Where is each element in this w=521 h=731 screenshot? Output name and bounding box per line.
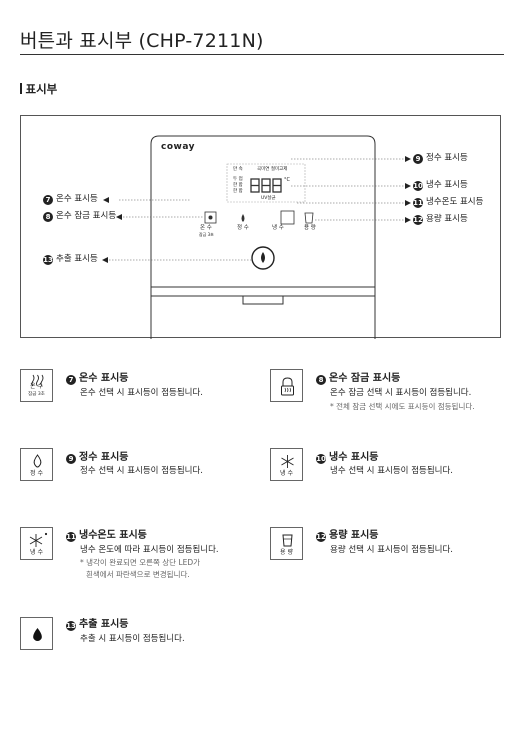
callout-number: 13 [43,255,53,265]
cold-temp-icon-caption: 냉 수 [30,549,43,556]
display-unit: °C [284,177,290,183]
hot-water-lock-indicator-box [270,369,303,402]
callout-label: 용량 표시등 [426,214,468,224]
feature-number: 10 [316,454,326,464]
feature-13-desc: 추출 시 표시등이 점등됩니다. [80,634,185,644]
dispense-drop-icon [33,628,42,641]
feature-number: 8 [316,375,326,385]
purified-button-label: 정 수 [237,225,249,231]
volume-icon-caption: 용 량 [280,549,293,556]
callout-number: 12 [413,215,423,225]
feature-7-desc: 온수 선택 시 표시등이 점등됩니다. [80,388,203,398]
volume-indicator-box: 용 량 [270,527,303,560]
callout-number: 10 [413,181,423,191]
cold-icon-caption: 냉 수 [280,470,293,477]
hot-water-icon [31,374,44,387]
callout-number: 11 [413,198,423,208]
feature-number: 13 [66,621,76,631]
hot-water-lock-hint: 잠금 3초 [199,232,214,237]
feature-12-desc: 용량 선택 시 표시등이 점등됩니다. [330,545,453,555]
feature-title-text: 냉수 표시등 [329,452,379,463]
display-left-label-3: 한 합 [233,189,243,194]
feature-number: 11 [66,532,76,542]
display-mode-label: 만 속 [233,167,243,172]
display-grain-label: 곡미연 절미고제 [257,167,288,172]
cold-water-temp-indicator-box: 냉 수 [20,527,53,560]
feature-title-text: 냉수온도 표시등 [79,530,147,541]
section-heading-text: 표시부 [25,82,58,96]
section-bar [20,83,22,94]
feature-11-note-2: 흰색에서 파란색으로 변경됩니다. [86,570,190,579]
cold-water-indicator-box: 냉 수 [270,448,303,481]
display-left-label-2: 한 합 [233,183,243,188]
feature-title-text: 용량 표시등 [329,530,379,541]
caption-main: 온 수 [30,383,43,390]
callout-label: 정수 표시등 [426,153,468,163]
snowflake-icon [281,455,294,468]
purified-water-indicator-box: 정 수 [20,448,53,481]
section-heading: 표시부 [20,81,57,97]
purified-icon-caption: 정 수 [30,470,43,477]
callout-label: 추출 표시등 [56,254,98,264]
callout-number: 9 [413,154,423,164]
feature-9-desc: 정수 선택 시 표시등이 점등됩니다. [80,466,203,476]
callout-label: 냉수 표시등 [426,180,468,190]
water-drop-icon [33,454,42,468]
snowflake-led-icon [29,532,48,547]
feature-number: 7 [66,375,76,385]
dispense-indicator-box [20,617,53,650]
callout-number: 7 [43,195,53,205]
feature-title-text: 추출 표시등 [79,619,129,630]
callout-label: 냉수온도 표시등 [426,197,484,207]
feature-number: 12 [316,532,326,542]
feature-11-desc: 냉수 온도에 따라 표시등이 점등됩니다. [80,545,219,555]
display-left-label-1: 두 업 [233,177,243,182]
caption-sub: 잠금 3초 [28,392,45,397]
callout-label: 온수 잠금 표시등 [56,211,117,221]
callout-number: 8 [43,212,53,222]
display-uv-label: UV살균 [261,196,276,201]
hot-water-lock-icon [281,377,294,396]
cold-button-label: 냉 수 [272,225,284,231]
display-diagram-panel: coway 만 속 곡미연 절미고제 두 업 한 합 한 합 °C UV살균 온… [20,115,501,339]
feature-10-desc: 냉수 선택 시 표시등이 점등됩니다. [330,466,453,476]
feature-title-text: 정수 표시등 [79,452,129,463]
volume-button-label: 용 량 [304,225,316,231]
page-title: 버튼과 표시부 (CHP-7211N) [20,30,264,52]
feature-title-text: 온수 잠금 표시등 [329,373,401,384]
feature-number: 9 [66,454,76,464]
feature-11-note-1: * 냉각이 완료되면 오른쪽 상단 LED가 [80,558,201,567]
brand-logo: coway [161,142,195,152]
feature-8-desc: 온수 잠금 선택 시 표시등이 점등됩니다. [330,388,472,398]
feature-8-note: * 전체 잠금 선택 시에도 표시등이 점등됩니다. [330,402,475,411]
cup-icon [282,534,293,547]
purifier-illustration [102,135,411,339]
title-divider [20,54,504,55]
hot-water-button-label: 온 수 [200,225,212,231]
callout-label: 온수 표시등 [56,194,98,204]
feature-title-text: 온수 표시등 [79,373,129,384]
